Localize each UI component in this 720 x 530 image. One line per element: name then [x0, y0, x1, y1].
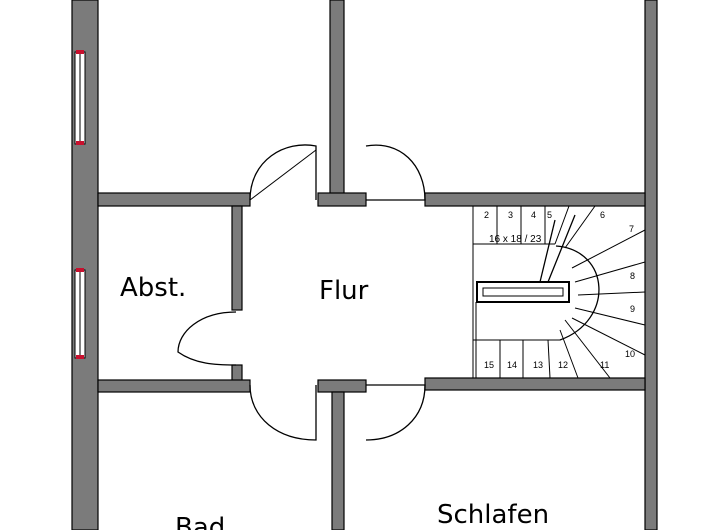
door-bottom-right	[365, 384, 426, 441]
stair-step-label: 11	[600, 360, 609, 370]
stair-step-label: 3	[508, 210, 513, 220]
stair-step-label: 7	[629, 224, 634, 234]
stair-step-label: 6	[600, 210, 605, 220]
room-label-flur: Flur	[319, 276, 369, 306]
wall-lower-right	[424, 377, 646, 391]
wall-storage	[231, 205, 243, 311]
wall-storage-bottom	[231, 364, 243, 382]
staircase	[472, 205, 646, 379]
stair-step-label: 13	[533, 360, 543, 370]
door-top-right	[365, 144, 426, 201]
window-lower	[74, 268, 86, 359]
room-label-schlafen: Schlafen	[437, 500, 549, 530]
door-top-left	[249, 144, 317, 201]
wall-lower-mid	[317, 379, 367, 393]
stair-step-label: 15	[484, 360, 494, 370]
stair-step-label: 2	[484, 210, 489, 220]
window-upper	[74, 50, 86, 145]
wall-bottom-divider	[331, 391, 345, 530]
stair-step-label: 14	[507, 360, 517, 370]
stair-step-label: 9	[630, 304, 635, 314]
wall-upper-right	[424, 192, 646, 207]
room-label-bad: Bad	[175, 513, 225, 530]
door-bottom-left	[249, 384, 317, 441]
outer-wall-right	[644, 0, 658, 530]
stair-dimension-note: 16 x 18 / 23	[489, 234, 542, 245]
stair-step-label: 8	[630, 271, 635, 281]
wall-upper-mid	[317, 192, 367, 207]
wall-top-divider	[329, 0, 345, 201]
stair-step-label: 5	[547, 210, 552, 220]
room-label-abst: Abst.	[120, 273, 186, 303]
wall-upper-left	[97, 192, 251, 207]
stair-step-label: 4	[531, 210, 536, 220]
stair-step-label: 12	[558, 360, 568, 370]
wall-lower-left	[97, 379, 251, 393]
door-storage	[177, 311, 237, 366]
stair-step-label: 10	[625, 349, 635, 359]
